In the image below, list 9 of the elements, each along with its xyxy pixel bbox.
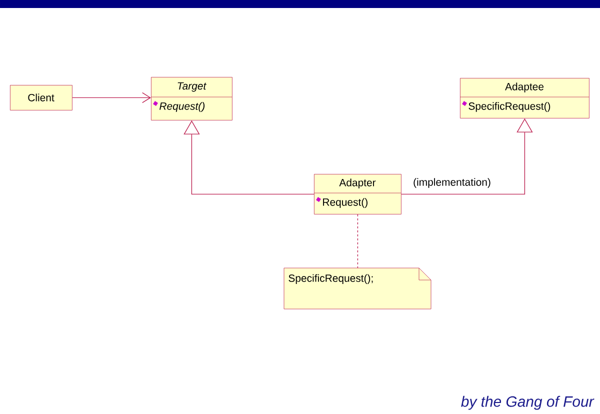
class-box: Adaptee SpecificRequest()	[460, 78, 590, 118]
class-box: Client	[10, 85, 72, 110]
signature-text: by the Gang of Four	[461, 396, 594, 410]
arrow	[72, 92, 151, 104]
note-box: SpecificRequest();	[284, 268, 432, 310]
note-link	[357, 214, 358, 268]
class-box: Adapter Request()	[314, 174, 402, 214]
class-box: Target Request()	[150, 77, 232, 120]
edge-label: (implementation)	[412, 177, 492, 189]
